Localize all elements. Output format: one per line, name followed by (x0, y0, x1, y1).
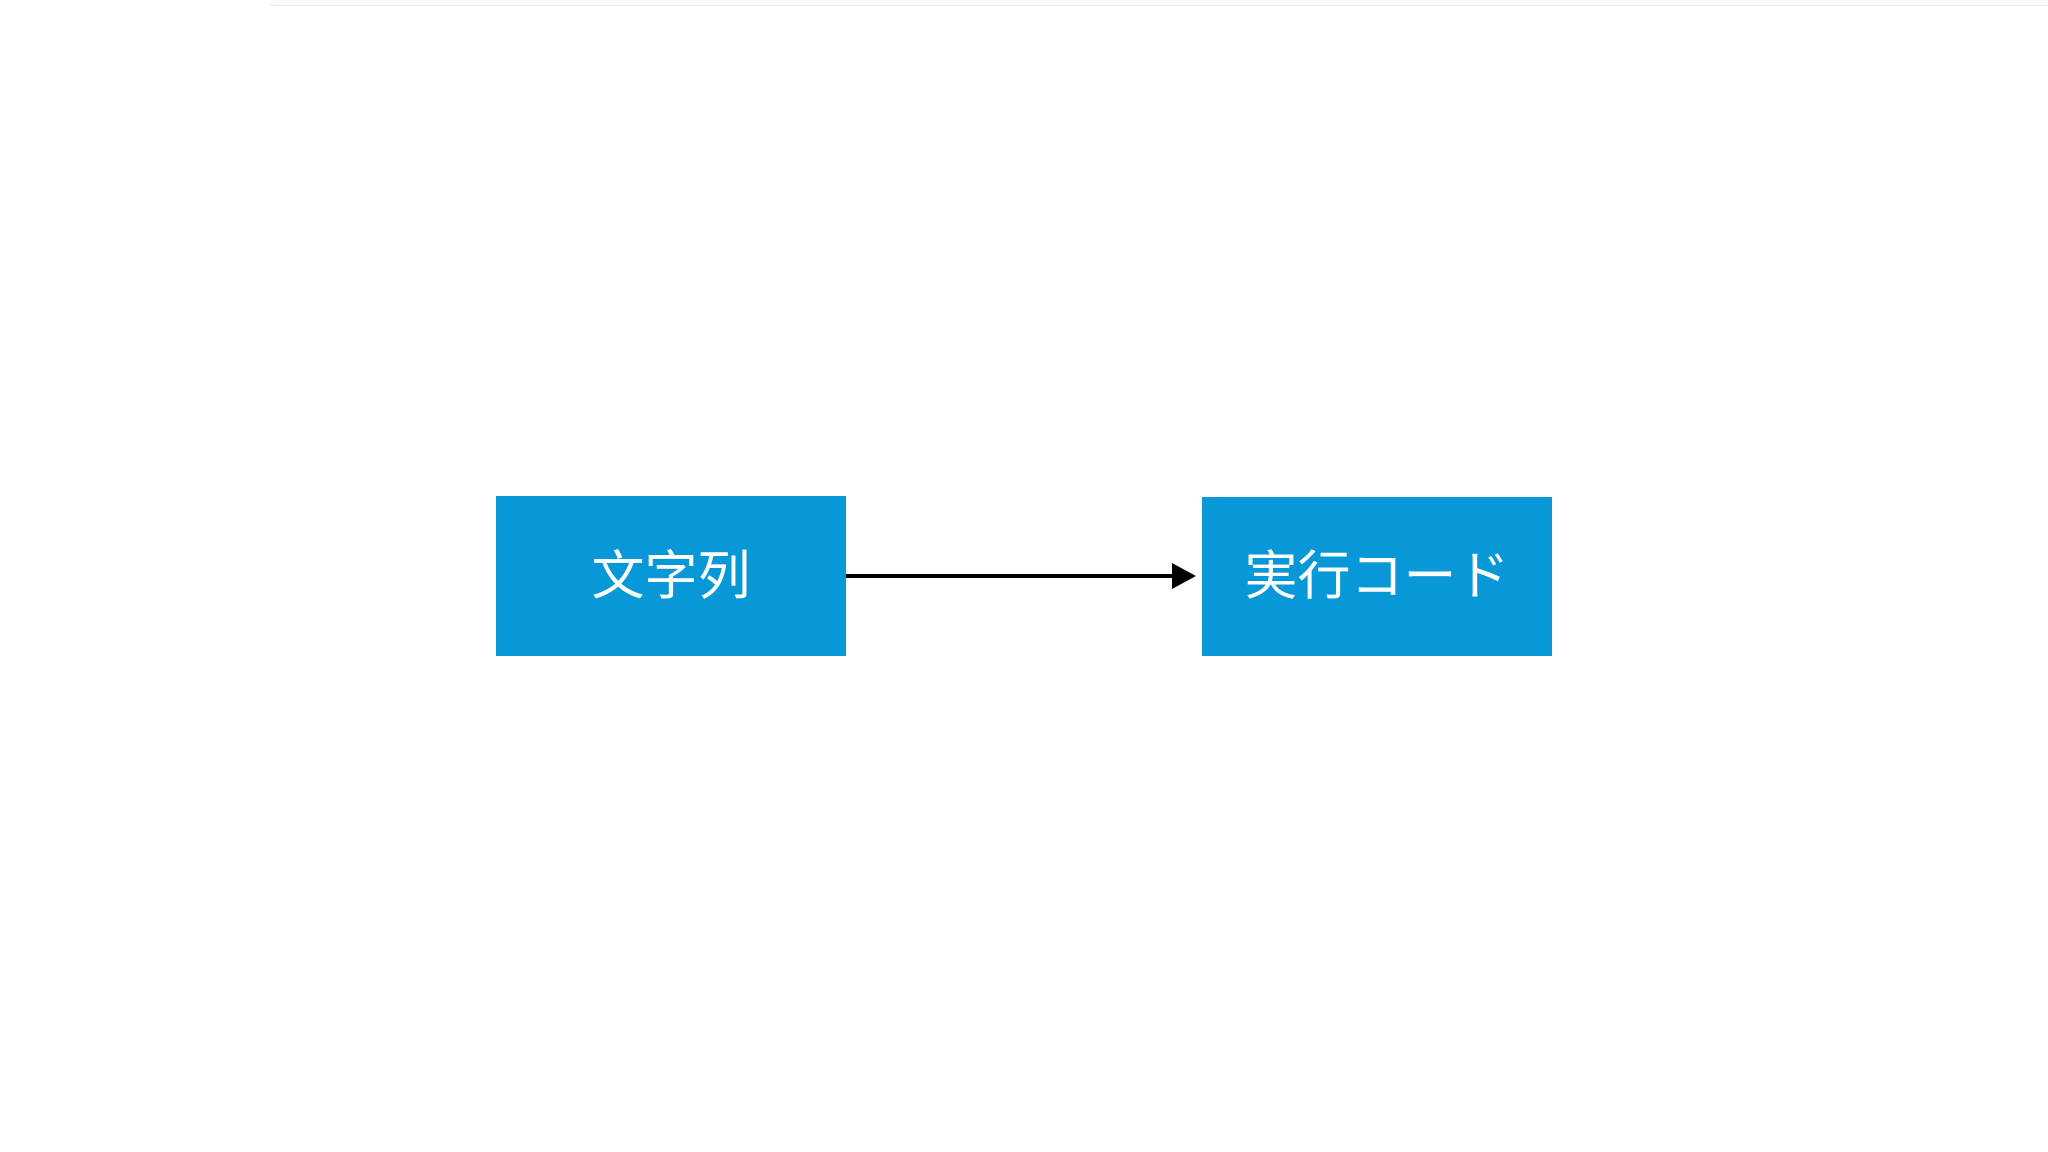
node-exec-code: 実行コード (1202, 497, 1552, 656)
node-exec-code-label: 実行コード (1244, 547, 1510, 606)
arrow-head (1172, 563, 1196, 589)
node-string: 文字列 (496, 496, 846, 656)
top-chrome-strip (270, 0, 2048, 6)
node-string-label: 文字列 (591, 546, 751, 606)
arrow-right-icon (846, 563, 1196, 589)
